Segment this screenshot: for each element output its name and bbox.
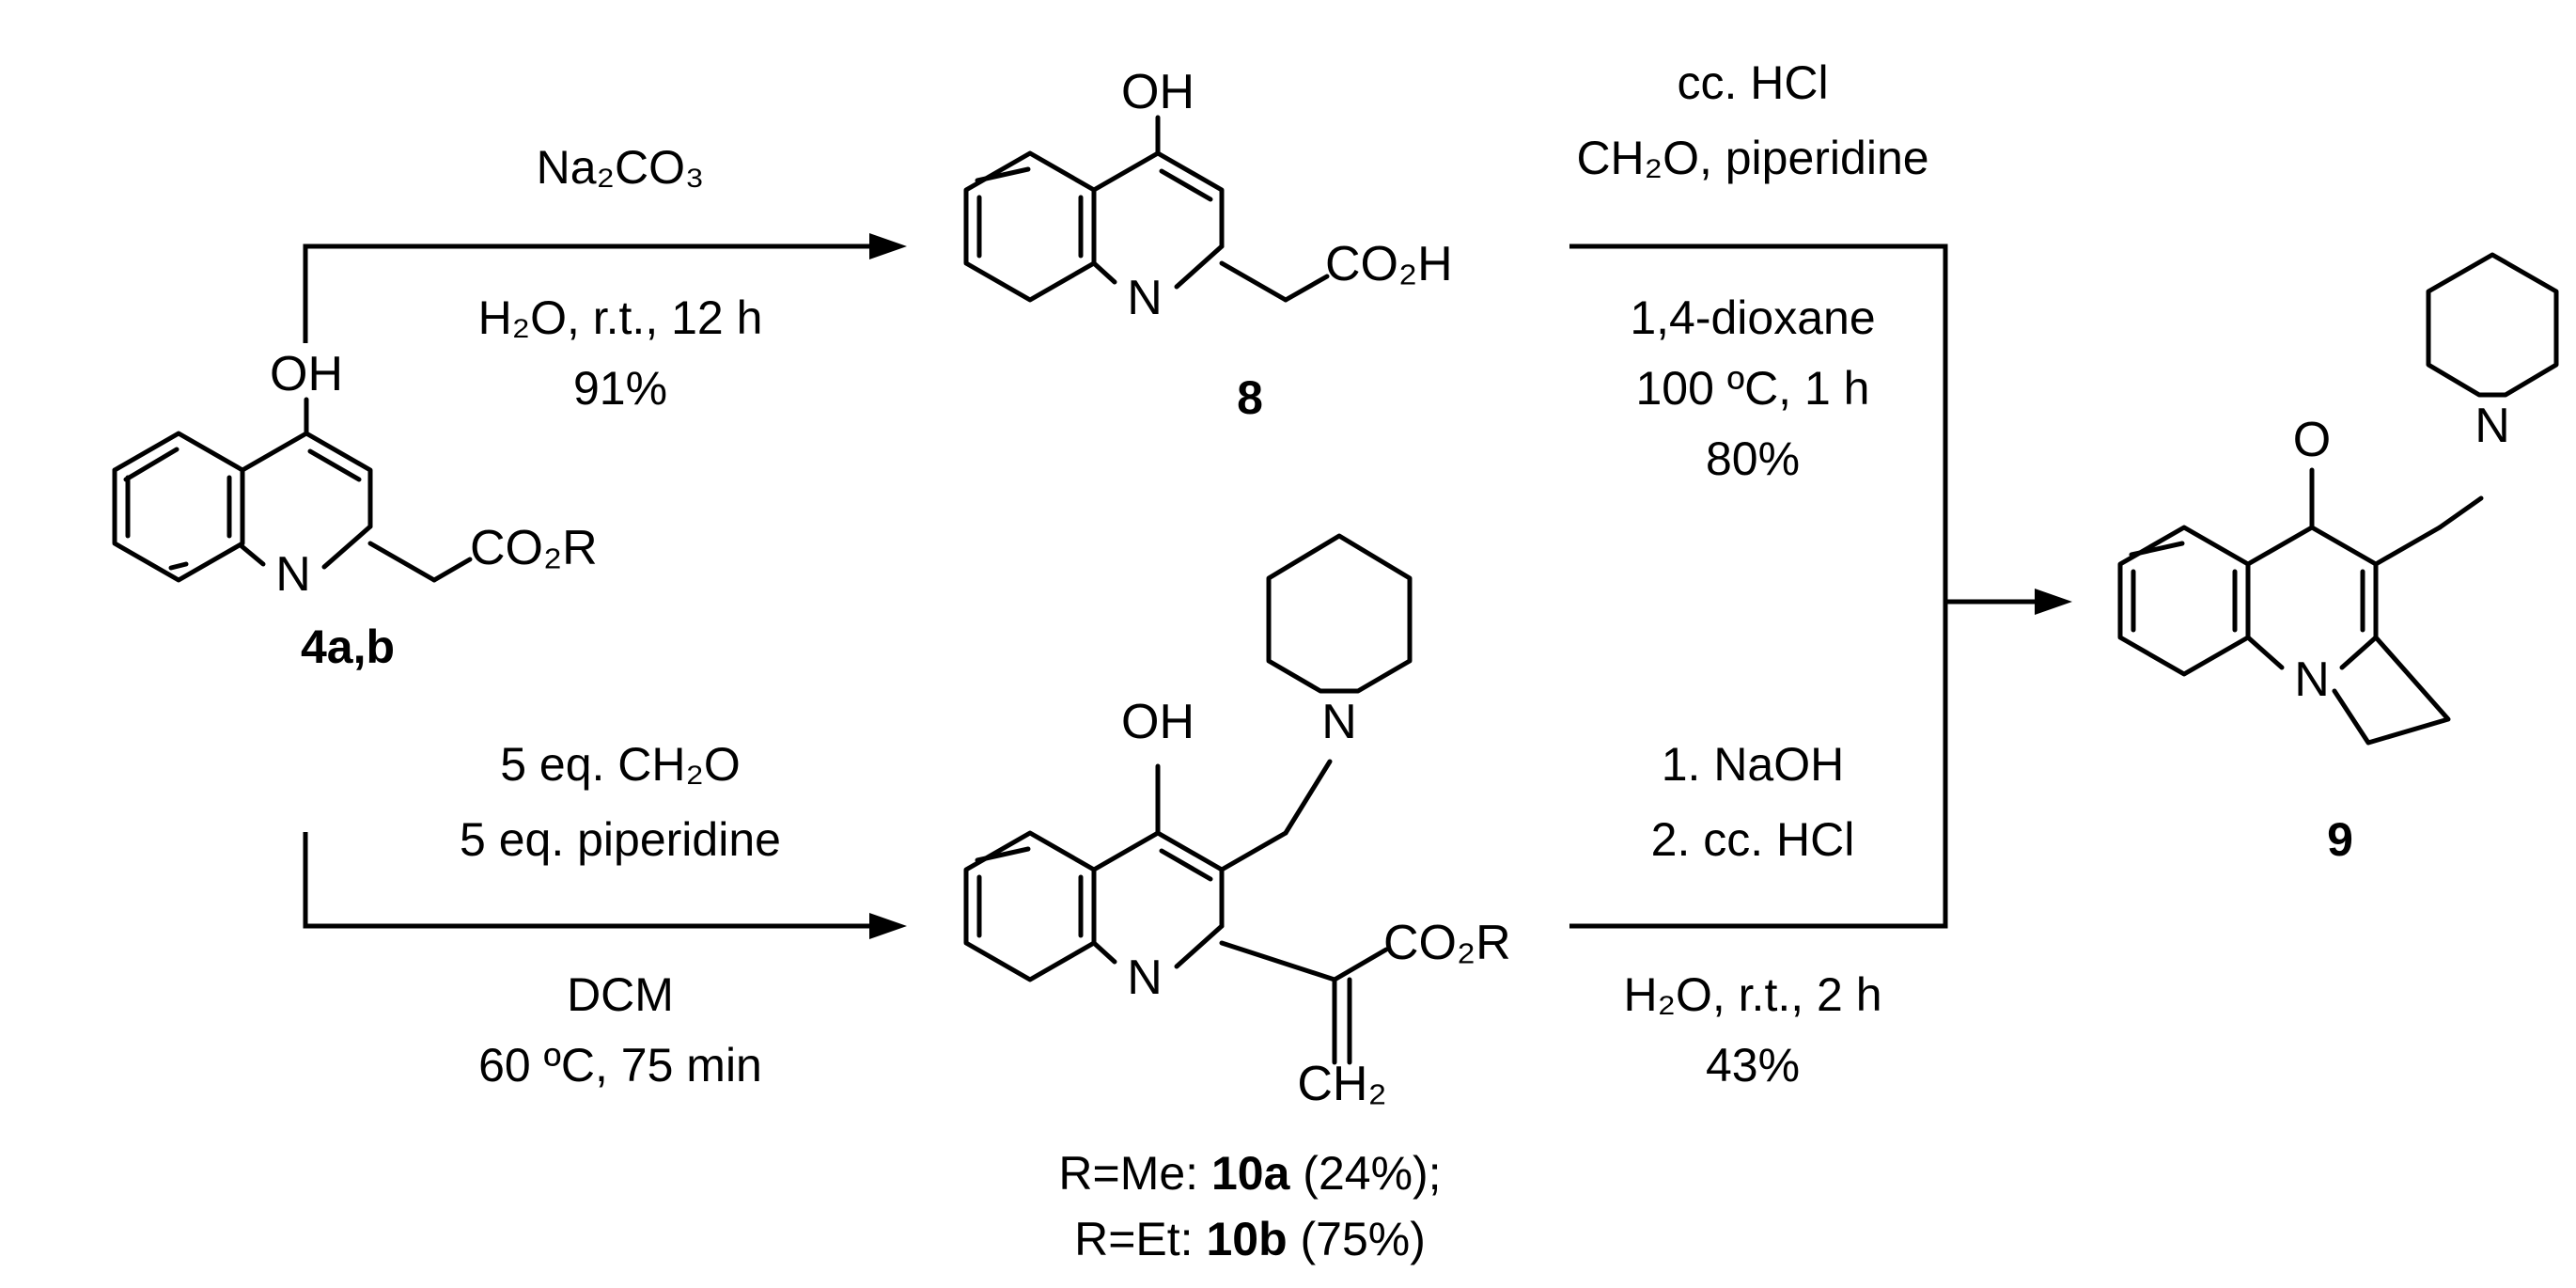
compound-8: OH N CO₂H 8 [963, 65, 1453, 424]
conditions-step3: cc. HCl CH₂O, piperidine 1,4-dioxane 100… [1576, 56, 1928, 485]
compound-4ab-ester: CO₂R [470, 521, 598, 575]
compound-8-label: 8 [1237, 371, 1263, 424]
step2-reagent1: 5 eq. CH₂O [500, 738, 741, 791]
compound-10ab-n-pip: N [1321, 695, 1357, 749]
step1-solvent: H₂O, r.t., 12 h [478, 291, 763, 344]
compound-9-label: 9 [2327, 813, 2353, 866]
arrow-convergent [1569, 243, 2072, 929]
compound-10ab-bonds [963, 533, 1413, 1065]
compound-9: O N N 9 [2117, 252, 2559, 866]
compound-9-n-pip: N [2475, 399, 2510, 453]
compound-9-o: O [2293, 413, 2331, 467]
step2-reagent2: 5 eq. piperidine [460, 813, 781, 866]
compound-8-bonds [963, 115, 1330, 303]
step4-solvent: H₂O, r.t., 2 h [1623, 968, 1881, 1021]
compound-9-n-ring: N [2294, 652, 2330, 707]
step4-reagent1: 1. NaOH [1662, 738, 1845, 791]
step1-yield: 91% [573, 362, 667, 415]
compound-9-bonds [2117, 252, 2559, 746]
step3-solvent: 1,4-dioxane [1630, 291, 1875, 344]
step1-reagent: Na₂CO₃ [537, 141, 705, 194]
arrow-step2 [303, 832, 907, 939]
compound-8-oh: OH [1121, 65, 1194, 119]
compound-4ab-n: N [275, 547, 311, 602]
compound-10ab-caption-line1: R=Me: 10a (24%); [1058, 1147, 1441, 1200]
step2-solvent: DCM [567, 968, 674, 1021]
compound-10ab: OH N N CO₂R CH₂ R=Me: 10a (24%); R=Et: 1… [963, 533, 1511, 1265]
compound-4ab: OH N CO₂R 4a,b [112, 347, 598, 673]
step4-reagent2: 2. cc. HCl [1651, 813, 1855, 866]
step3-reagent2: CH₂O, piperidine [1576, 132, 1928, 184]
compound-10ab-caption-line2: R=Et: 10b (75%) [1074, 1213, 1426, 1265]
step4-yield: 43% [1706, 1039, 1800, 1092]
conditions-step4: 1. NaOH 2. cc. HCl H₂O, r.t., 2 h 43% [1623, 738, 1881, 1092]
conditions-step1: Na₂CO₃ H₂O, r.t., 12 h 91% [478, 141, 763, 415]
compound-4ab-oh: OH [270, 347, 343, 401]
conditions-step2: 5 eq. CH₂O 5 eq. piperidine DCM 60 ºC, 7… [460, 738, 781, 1092]
compound-10ab-ch2: CH₂ [1297, 1057, 1386, 1111]
step2-temp: 60 ºC, 75 min [478, 1039, 762, 1092]
compound-10ab-n-ring: N [1127, 950, 1163, 1005]
compound-4ab-bonds [112, 397, 473, 583]
compound-4ab-label: 4a,b [301, 620, 395, 673]
compound-8-n: N [1127, 271, 1163, 325]
step3-reagent1: cc. HCl [1677, 56, 1828, 109]
compound-10ab-oh: OH [1121, 695, 1194, 749]
compound-8-acid-group: CO₂H [1325, 237, 1453, 291]
step3-temp: 100 ºC, 1 h [1636, 362, 1870, 415]
arrow-step1 [303, 233, 907, 343]
compound-10ab-ester: CO₂R [1383, 916, 1511, 970]
step3-yield: 80% [1706, 432, 1800, 485]
